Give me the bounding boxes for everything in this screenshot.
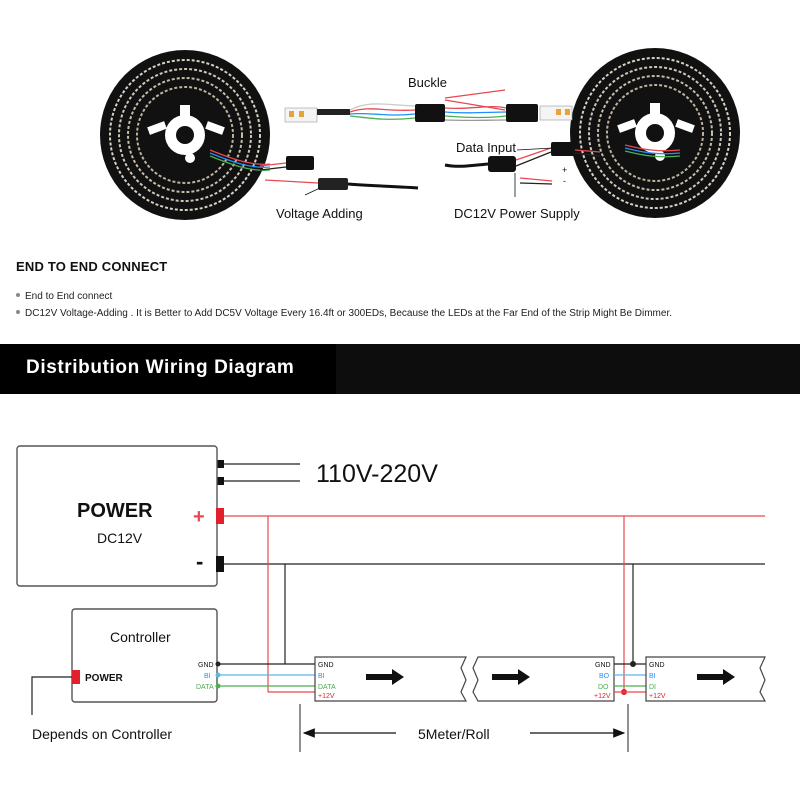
bullet-item: DC12V Voltage-Adding . It is Better to A… [16,307,672,324]
strip1-direction-arrow-icon [366,669,404,685]
power-minus-sign: - [196,549,203,574]
bullet-text: DC12V Voltage-Adding . It is Better to A… [25,308,673,319]
bullet-dot-icon [16,293,20,298]
strip2-pin-gnd: GND [595,662,611,669]
strip1-pin-gnd: GND [318,662,334,669]
strip2-pin-12v: +12V [594,693,611,700]
length-label: 5Meter/Roll [418,726,490,742]
strip3-direction-arrow-icon [697,669,735,685]
banner-title: Distribution Wiring Diagram [26,357,295,378]
power-plus-sign: + [193,506,205,528]
voltage-adding-label: Voltage Adding [276,206,363,221]
mains-voltage-label: 110V-220V [316,460,438,488]
power-title: POWER [77,500,153,522]
data-input-label: Data Input [456,140,516,155]
power-supply-label: DC12V Power Supply [454,206,580,221]
bullet-dot-icon [16,310,20,315]
plus-sign: + [562,165,567,175]
controller-power-label: POWER [85,673,124,684]
strip3-pin-12v: +12V [649,693,666,700]
bullet-item: End to End connect [16,290,672,307]
right-led-reel [570,48,740,218]
left-led-reel [100,50,270,220]
strip3-pin-gnd: GND [649,662,665,669]
depends-on-controller-label: Depends on Controller [32,726,172,742]
bullet-text: End to End connect [25,291,113,302]
power-plus-terminal [216,508,224,524]
power-minus-terminal [216,556,224,572]
bullet-list: End to End connect DC12V Voltage-Adding … [16,290,672,324]
section-banner: Distribution Wiring Diagram [0,344,800,394]
controller-pin-gnd: GND [198,662,214,669]
strip3-pin-di: DI [649,684,656,691]
controller-power-terminal [72,670,80,684]
minus-sign: - [563,176,566,186]
strip1-pin-12v: +12V [318,693,335,700]
strip2-pin-bo: BO [599,673,610,680]
controller-box [71,608,218,703]
buckle-label: Buckle [408,75,447,90]
banner-tab [0,344,336,394]
controller-pin-data: DATA [196,684,214,691]
power-subtitle: DC12V [97,530,143,546]
strip2-direction-arrow-icon [492,669,530,685]
strip2-pin-do: DO [598,684,609,691]
controller-pin-bi: BI [204,673,211,680]
controller-title: Controller [110,629,171,645]
strip3-pin-bi: BI [649,673,656,680]
strip1-pin-bi: BI [318,673,325,680]
strip1-pin-data: DATA [318,684,336,691]
section-title: END TO END CONNECT [16,259,168,274]
